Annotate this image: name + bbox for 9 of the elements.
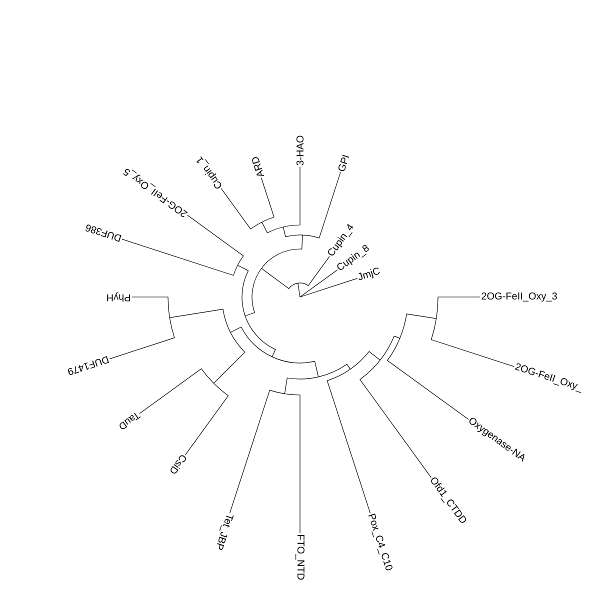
leaf-label: 2OG-FeII_Oxy_3 bbox=[482, 292, 557, 302]
leaf-label: 3-HAO bbox=[296, 136, 304, 166]
leaf-label: PhyH bbox=[107, 292, 130, 302]
leaf-label: JmjC bbox=[358, 268, 380, 280]
leaf-label: GPI bbox=[338, 154, 350, 172]
leaf-label: Tet_JBP bbox=[217, 515, 234, 550]
leaf-label: FTO_NTD bbox=[296, 535, 304, 580]
leaf-label: ARD bbox=[252, 157, 264, 176]
leaf-label: TauD bbox=[120, 412, 141, 430]
